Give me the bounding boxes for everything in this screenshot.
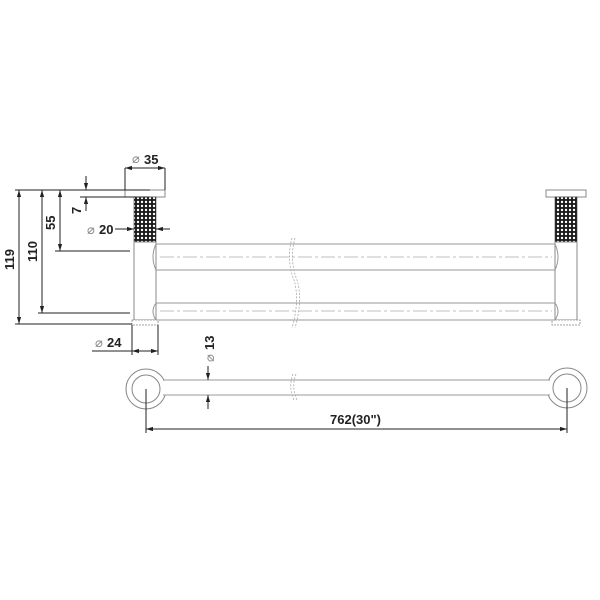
dimension-top-bar-height: 55 [43, 190, 130, 252]
right-base [551, 319, 581, 326]
right-knurled-post [554, 196, 578, 243]
overall-length-label: 762(30") [330, 412, 381, 427]
dimension-overall-height: 119 [2, 190, 132, 325]
left-bracket [124, 189, 166, 326]
dimension-overall-length: 762(30") [145, 388, 568, 433]
front-elevation-view [124, 189, 587, 329]
base-diameter-label: 24 [107, 335, 122, 350]
post-diameter-label: 20 [99, 222, 113, 237]
flange-diameter-label: 35 [144, 152, 158, 167]
dimension-bar-diameter: ⌀ 13 [202, 336, 218, 409]
flange-thickness-label: 7 [69, 207, 84, 214]
right-bracket [545, 189, 587, 326]
dimension-bottom-bar-height: 110 [25, 190, 130, 314]
svg-text:⌀: ⌀ [132, 152, 140, 167]
dimension-post-diameter: ⌀ 20 [87, 222, 170, 238]
svg-text:⌀: ⌀ [87, 223, 95, 238]
dimension-base-diameter: ⌀ 24 [92, 325, 159, 355]
svg-text:⌀: ⌀ [95, 336, 103, 351]
bottom-bar-height-label: 110 [25, 241, 40, 262]
left-flange [124, 189, 166, 198]
top-plan-view [125, 367, 588, 410]
break-line [289, 237, 297, 329]
bottom-bar [152, 302, 559, 321]
top-bar [152, 243, 559, 271]
svg-text:⌀: ⌀ [203, 354, 218, 362]
left-base [131, 319, 159, 326]
overall-height-label: 119 [2, 249, 17, 270]
dimension-flange-diameter: ⌀ 35 [124, 152, 166, 190]
top-bar-height-label: 55 [43, 216, 58, 230]
right-flange [545, 189, 587, 198]
bar-diameter-label: 13 [202, 336, 217, 350]
left-knurled-post [133, 196, 157, 243]
dimension-flange-thickness: 7 [15, 176, 150, 214]
